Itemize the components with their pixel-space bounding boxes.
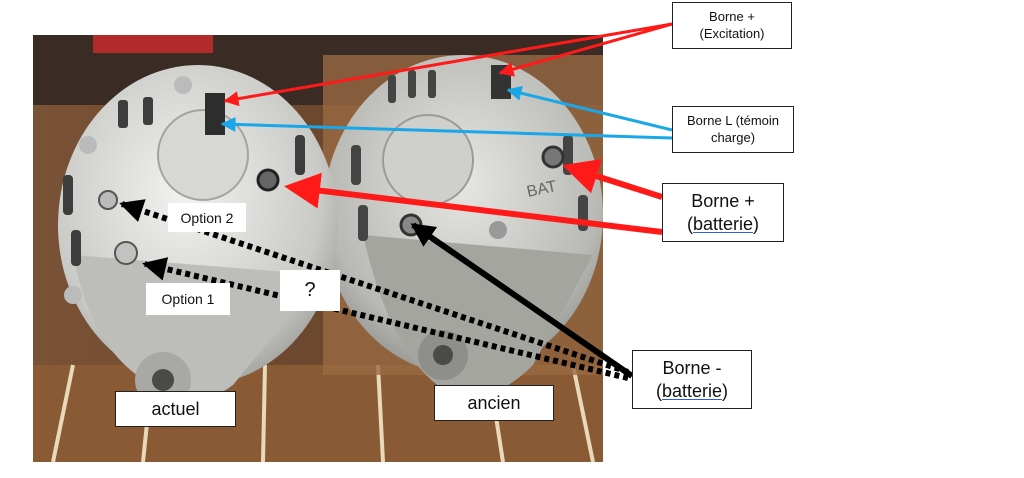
label-borne-minus-batterie: Borne - (batterie)	[632, 350, 752, 409]
label-option-2: Option 2	[168, 203, 246, 232]
label-question: ?	[280, 270, 340, 311]
label-option-1: Option 1	[146, 283, 230, 315]
label-actuel: actuel	[115, 391, 236, 427]
label-borne-plus-batterie: Borne + (batterie)	[662, 183, 784, 242]
label-ancien: ancien	[434, 385, 554, 421]
label-borne-l: Borne L (témoin charge)	[672, 106, 794, 153]
label-borne-excitation: Borne + (Excitation)	[672, 2, 792, 49]
